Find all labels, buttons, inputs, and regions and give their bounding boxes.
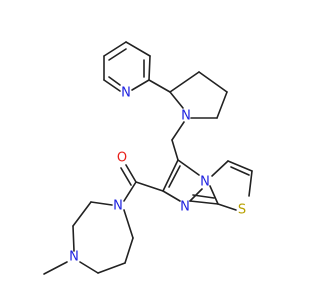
bond [125,164,137,183]
bond [227,160,253,172]
molecule-structure: N N N N S O N N [43,41,253,275]
bond [169,91,184,109]
bond [230,166,250,176]
bond [90,201,113,206]
bond [177,159,200,176]
bond [216,91,228,119]
molecule-canvas: N N N N S O N N [43,41,253,275]
bond [72,201,92,227]
bond [43,261,68,275]
bond [248,170,253,197]
bond [171,139,179,161]
atom-label-nitrogen: N [113,199,123,214]
bond [168,165,181,188]
bond [108,48,127,61]
atom-label-nitrogen: N [181,109,191,124]
bond [103,41,127,57]
bond [97,262,126,274]
bond [209,185,219,205]
bond [198,71,228,93]
bond [123,209,134,239]
atom-label-nitrogen: N [69,250,79,265]
bond [72,225,75,252]
bonds [43,41,253,275]
bond [192,194,215,199]
bond [125,41,151,57]
bond [131,79,150,91]
bond [171,121,185,141]
bond [162,190,181,202]
bond [124,237,134,264]
bond [103,79,121,92]
bond [79,261,99,274]
atom-label-sulfur: S [238,203,246,218]
bond [108,76,121,86]
bond [162,159,179,192]
atom-label-nitrogen: N [200,175,210,190]
bond [123,181,137,202]
bond [135,181,164,192]
atom-label-nitrogen: N [180,200,190,215]
bond [217,203,237,211]
bond [189,200,219,205]
bond [211,160,229,177]
atom-labels: N N N N S O N N [69,86,246,265]
atom-label-oxygen: O [117,151,127,166]
bond [148,79,171,93]
bond [120,167,132,186]
bond [169,71,200,93]
bond [148,55,151,81]
atom-label-nitrogen: N [121,86,131,101]
